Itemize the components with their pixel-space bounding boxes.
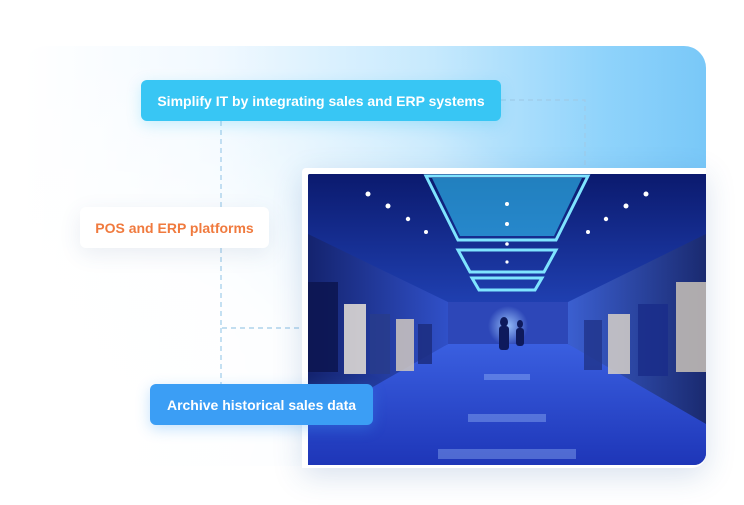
retail-store-image	[308, 174, 706, 465]
archive-label-text: Archive historical sales data	[166, 396, 357, 413]
integration-label-text: Simplify IT by integrating sales and ERP…	[157, 92, 485, 109]
store-photo	[308, 174, 706, 465]
photo-card	[302, 168, 706, 468]
platforms-label: POS and ERP platforms	[80, 207, 269, 248]
integration-label: Simplify IT by integrating sales and ERP…	[141, 80, 501, 121]
connector-platforms-to-photo	[220, 248, 302, 329]
archive-label: Archive historical sales data	[150, 384, 373, 425]
connector-integration-to-photo	[501, 99, 586, 168]
platforms-label-text: POS and ERP platforms	[95, 219, 254, 236]
